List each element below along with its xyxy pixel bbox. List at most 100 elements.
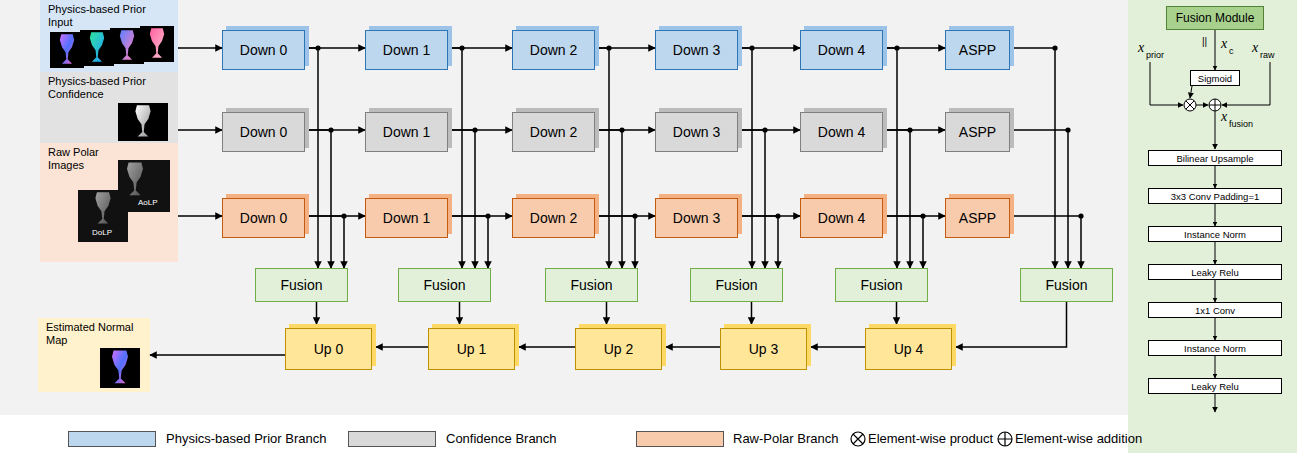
box-label: Fusion Module	[1176, 11, 1255, 25]
legend-swatch	[348, 431, 436, 447]
annotation-label: AoLP	[138, 199, 158, 207]
box-label: Down 3	[673, 42, 720, 58]
layer-box: Instance Norm	[1148, 340, 1282, 356]
box-label: Down 1	[383, 124, 430, 140]
connector-arrow	[452, 216, 488, 268]
box-label: Down 1	[383, 42, 430, 58]
legend-text: Confidence Branch	[446, 431, 557, 447]
polar-block: Down 1	[365, 198, 448, 238]
layer-box: 3x3 Conv Padding=1	[1148, 188, 1282, 204]
box-label: Up 0	[314, 341, 344, 357]
box-label: Fusion	[860, 277, 902, 293]
layer-box: Leaky Relu	[1148, 378, 1282, 394]
box-label: Fusion	[1045, 277, 1087, 293]
box-label: Down 0	[240, 42, 287, 58]
connector-arrow	[309, 216, 344, 268]
layer-box: Leaky Relu	[1148, 264, 1282, 280]
connector-arrow	[599, 48, 609, 268]
box-label: Up 4	[894, 341, 924, 357]
connector-arrow	[376, 346, 428, 348]
connector-arrow	[896, 302, 898, 324]
connector-arrow	[599, 216, 635, 268]
box-label: ASPP	[959, 210, 996, 226]
box-label: Up 3	[749, 341, 779, 357]
connector-arrow	[666, 346, 720, 348]
panel-title: Physics-based Prior Input	[48, 3, 148, 29]
input-panel: Estimated Normal Map	[38, 318, 150, 392]
box-label: Sigmoid	[1198, 73, 1232, 84]
box-label: Down 4	[818, 210, 865, 226]
connector-arrow	[742, 130, 765, 268]
box-label: Down 1	[383, 210, 430, 226]
connector-arrow	[887, 48, 897, 268]
connector-arrow	[956, 302, 1067, 347]
connector-arrow	[1014, 130, 1068, 268]
connector-arrow	[1014, 216, 1081, 268]
connector-arrow	[606, 302, 608, 324]
confidence-block: Down 3	[655, 112, 738, 152]
connector-arrow	[309, 130, 331, 268]
connector-arrow	[452, 48, 462, 268]
connector-arrow	[452, 130, 475, 268]
box-label: Down 4	[818, 124, 865, 140]
legend-text: Raw-Polar Branch	[733, 431, 839, 447]
math-symbol: x	[1252, 41, 1258, 55]
box-label: 3x3 Conv Padding=1	[1171, 191, 1259, 202]
fusion-box: Fusion	[835, 268, 928, 302]
legend-text: Physics-based Prior Branch	[166, 431, 326, 447]
connector-arrow	[309, 48, 318, 268]
box-label: Up 1	[457, 341, 487, 357]
fusion-box: Fusion	[255, 268, 348, 302]
panel-title: Physics-based Prior Confidence	[48, 75, 148, 101]
box-label: Down 2	[530, 124, 577, 140]
layer-box: 1x1 Conv	[1148, 302, 1282, 318]
box-label: Down 2	[530, 210, 577, 226]
input-panel: Physics-based Prior Input	[40, 0, 178, 72]
polar-block: Down 3	[655, 198, 738, 238]
connector-arrow	[316, 302, 318, 324]
math-symbol: x	[1221, 37, 1227, 51]
connector-arrow	[1215, 166, 1216, 188]
box-label: Fusion	[715, 277, 757, 293]
decoder-block: Up 0	[285, 328, 372, 370]
input-panel: Physics-based Prior Confidence	[40, 72, 178, 143]
prior-block: ASPP	[945, 30, 1010, 70]
box-label: Down 4	[818, 42, 865, 58]
connector-arrow	[519, 346, 575, 348]
connector-arrow	[178, 47, 222, 49]
connector-arrow	[742, 48, 752, 268]
prior-block: Down 4	[800, 30, 883, 70]
annotation-label: DoLP	[92, 229, 112, 237]
confidence-block: Down 1	[365, 112, 448, 152]
box-label: Leaky Relu	[1191, 267, 1239, 278]
layer-box: Bilinear Upsample	[1148, 150, 1282, 166]
box-label: Bilinear Upsample	[1176, 153, 1253, 164]
legend-text: Element-wise product	[868, 431, 993, 447]
module-title: Fusion Module	[1166, 6, 1264, 30]
annotation-label: c	[1229, 47, 1234, 56]
annotation-label: raw	[1260, 51, 1275, 60]
annotation-label: prior	[1146, 51, 1164, 60]
box-label: Fusion	[570, 277, 612, 293]
panel-title: Estimated Normal Map	[46, 321, 141, 347]
legend-swatch	[636, 431, 724, 447]
connector-arrow	[1014, 48, 1055, 268]
polar-block: ASPP	[945, 198, 1010, 238]
connector-arrow	[742, 216, 778, 268]
box-label: Fusion	[423, 277, 465, 293]
connector-arrow	[1215, 30, 1216, 70]
prior-block: Down 1	[365, 30, 448, 70]
decoder-block: Up 1	[428, 328, 515, 370]
connector-arrow	[1215, 204, 1216, 226]
connector-arrow	[150, 354, 285, 356]
box-label: Leaky Relu	[1191, 381, 1239, 392]
polar-block: Down 4	[800, 198, 883, 238]
box-label: ASPP	[959, 124, 996, 140]
prior-block: Down 2	[512, 30, 595, 70]
box-label: Down 0	[240, 210, 287, 226]
decoder-block: Up 2	[575, 328, 662, 370]
layer-box: Sigmoid	[1190, 70, 1240, 86]
legend-text: Element-wise addition	[1015, 431, 1142, 447]
connector-arrow	[751, 302, 753, 324]
